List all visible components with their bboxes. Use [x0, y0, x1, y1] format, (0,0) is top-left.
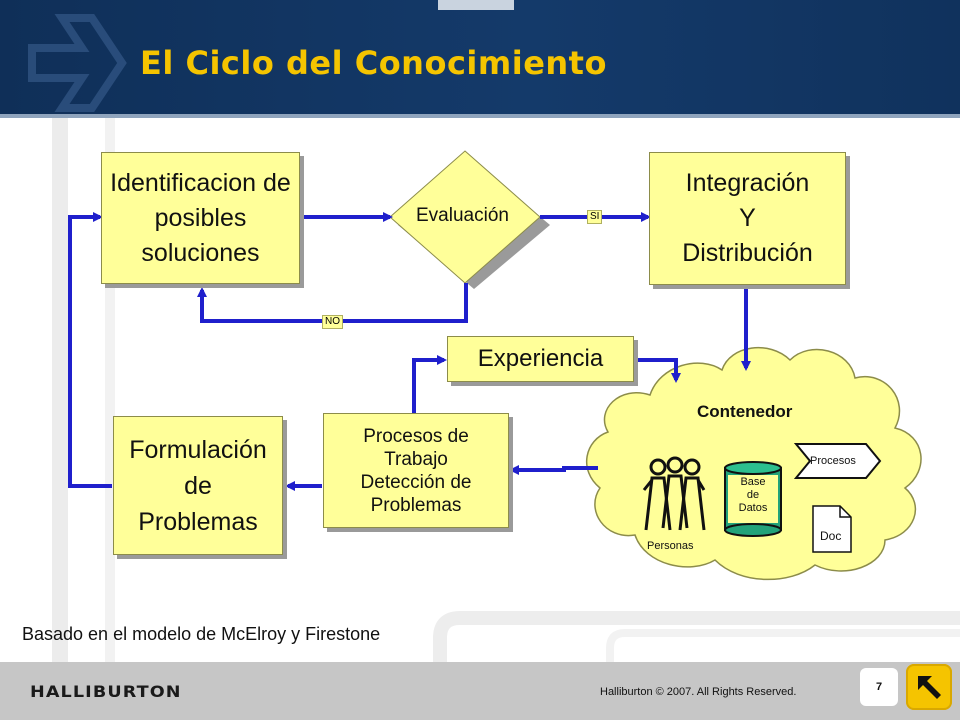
arrow-procesos-experiencia: [412, 355, 447, 414]
procesos-trabajo-line-4: Problemas: [370, 494, 462, 516]
halliburton-logo: HALLIBURTON: [30, 682, 182, 701]
procesos-shape: [793, 443, 882, 479]
slide-footer: [0, 662, 960, 720]
formulacion-line-2: de: [184, 471, 212, 500]
nav-arrow-button[interactable]: [906, 664, 952, 710]
contenedor-title: Contenedor: [697, 402, 793, 421]
identificacion-line-1: Identificacion de: [110, 168, 291, 197]
personas-icon: [642, 456, 706, 531]
evaluacion-label: Evaluación: [416, 205, 509, 226]
database-icon: [724, 461, 782, 537]
arrow-contenedor-procesos: [509, 465, 598, 475]
header-tab: [438, 0, 514, 10]
source-caption: Basado en el modelo de McElroy y Firesto…: [22, 624, 381, 644]
header-arrow-icon: [28, 14, 127, 112]
procesos-label: Procesos: [810, 455, 856, 467]
formulacion-line-1: Formulación: [129, 435, 267, 464]
arrow-experiencia-contenedor: [634, 358, 681, 383]
identificacion-line-3: soluciones: [141, 238, 260, 267]
procesos-trabajo-box: Procesos de Trabajo Detección de Problem…: [323, 413, 509, 528]
experiencia-box: Experiencia: [447, 336, 634, 382]
integracion-line-3: Distribución: [682, 239, 813, 267]
identificacion-box: Identificacion de posibles soluciones: [101, 152, 300, 284]
procesos-trabajo-line-3: Detección de: [360, 471, 472, 493]
integracion-line-1: Integración: [685, 169, 810, 197]
slide-header: El Ciclo del Conocimiento: [0, 0, 960, 118]
arrow-formulacion-identificacion: [68, 212, 112, 488]
slide-title: El Ciclo del Conocimiento: [140, 44, 607, 82]
page-number: 7: [860, 668, 898, 706]
personas-label: Personas: [647, 540, 694, 552]
base-datos-line-3: Datos: [738, 502, 768, 514]
si-label: SI: [587, 210, 603, 224]
header-divider: [0, 114, 960, 118]
copyright-text: Halliburton © 2007. All Rights Reserved.: [600, 686, 797, 698]
identificacion-line-2: posibles: [154, 203, 247, 232]
integracion-box: Integración Y Distribución: [649, 152, 846, 285]
formulacion-line-3: Problemas: [138, 507, 258, 536]
experiencia-label: Experiencia: [477, 345, 604, 372]
formulacion-box: Formulación de Problemas: [113, 416, 283, 555]
procesos-trabajo-line-1: Procesos de: [363, 425, 469, 447]
no-label: NO: [322, 315, 343, 329]
doc-fold: [839, 506, 851, 518]
arrow-up-left-icon: [918, 676, 941, 699]
doc-label: Doc: [820, 529, 842, 543]
integracion-line-2: Y: [739, 204, 756, 232]
procesos-trabajo-line-2: Trabajo: [384, 448, 448, 470]
base-datos-line-1: Base: [740, 476, 766, 488]
base-datos-line-2: de: [746, 489, 760, 501]
base-datos-label: Base de Datos: [728, 476, 778, 515]
